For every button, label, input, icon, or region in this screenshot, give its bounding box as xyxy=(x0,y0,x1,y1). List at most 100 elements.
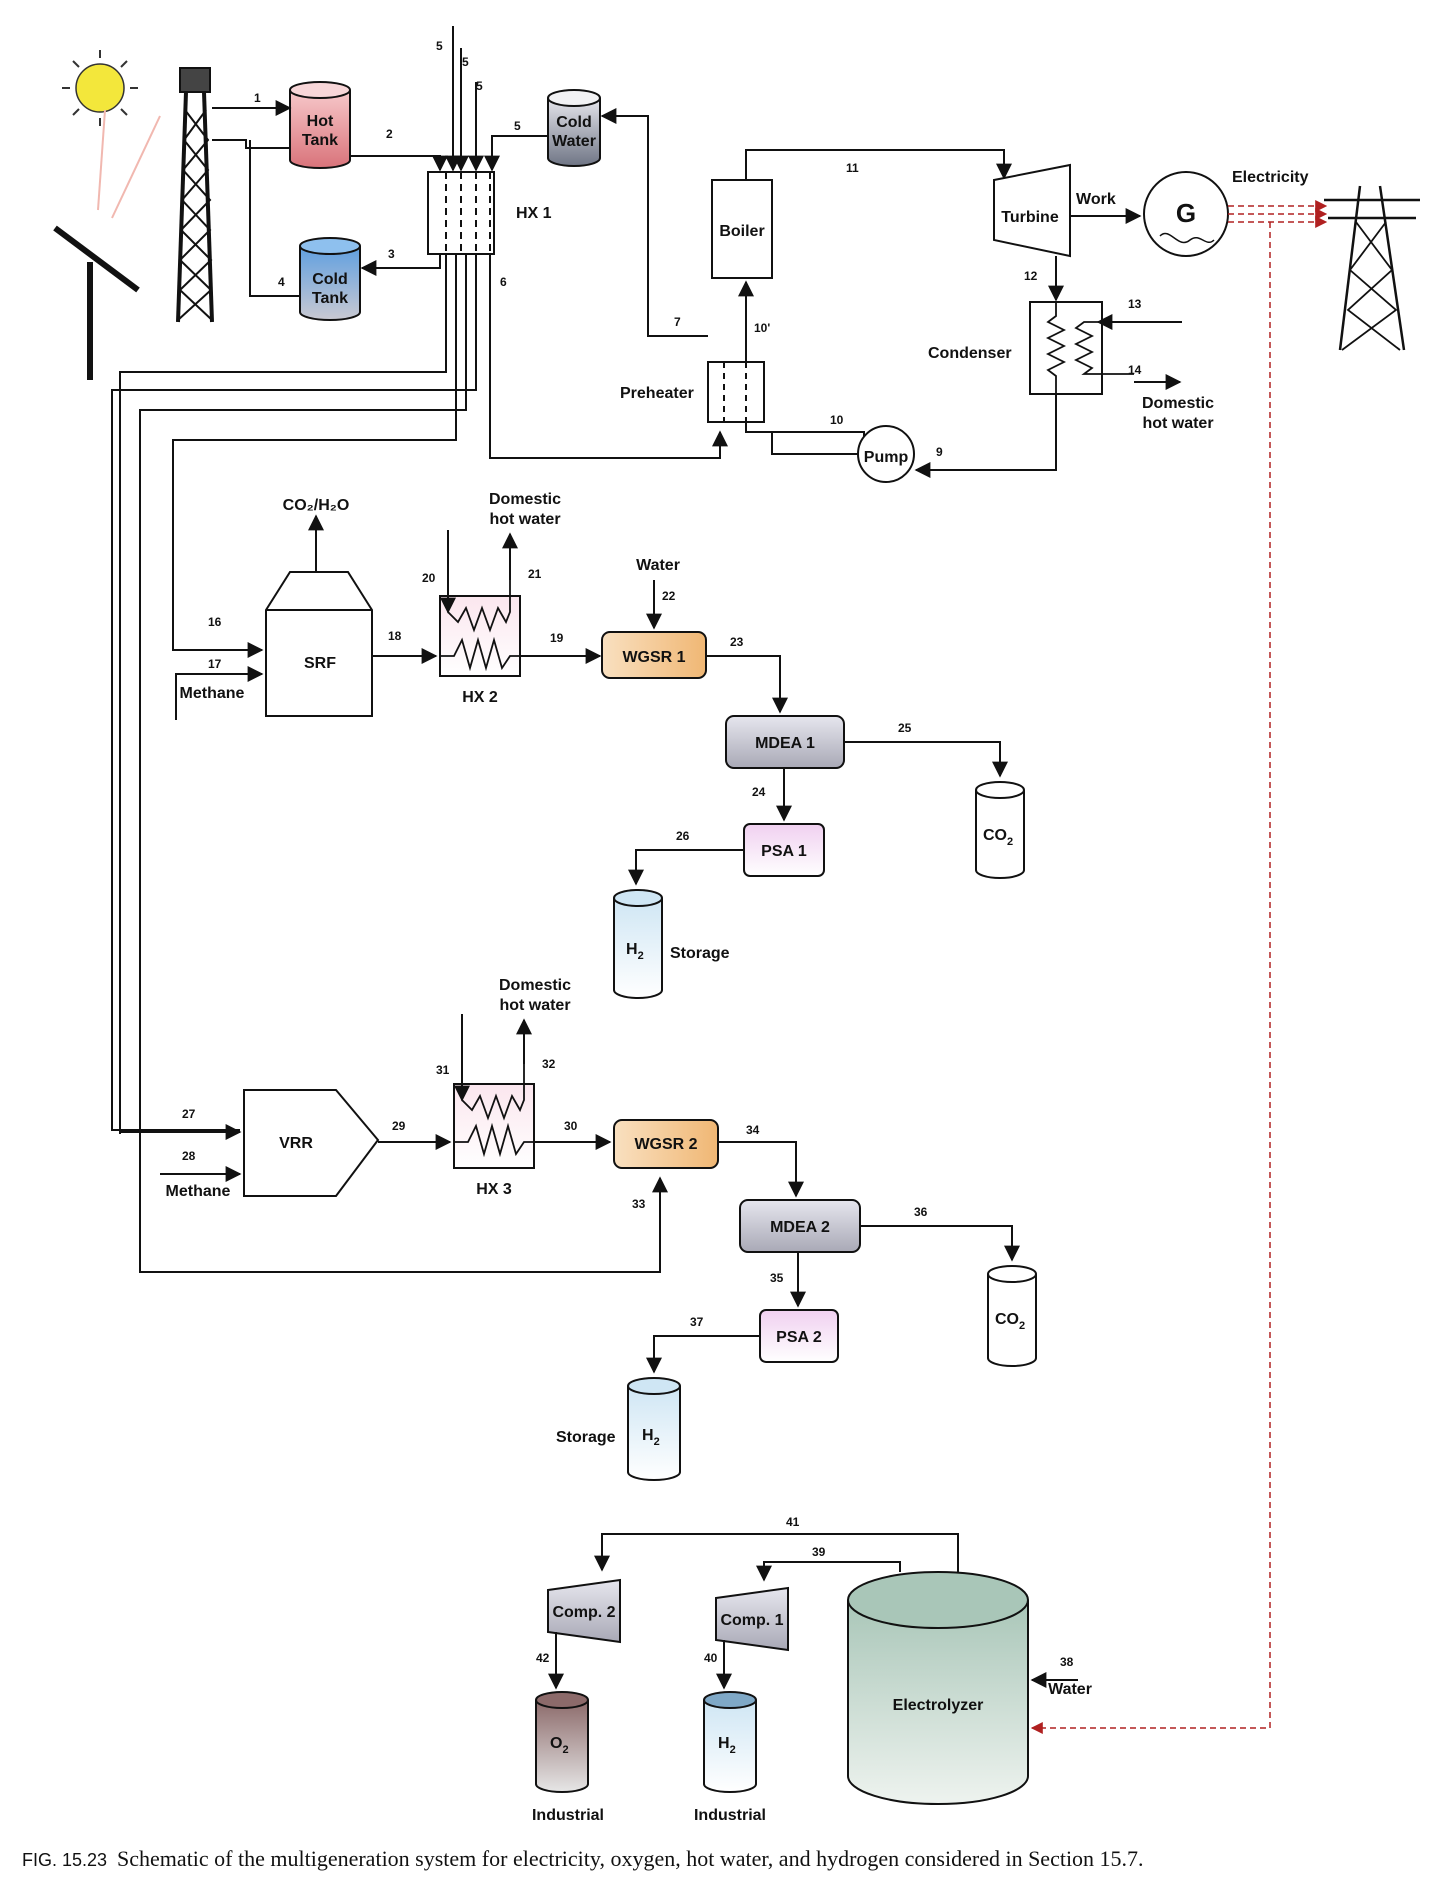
storage-label-2: Storage xyxy=(556,1429,616,1446)
stream-33: 33 xyxy=(632,1197,646,1211)
multigeneration-schematic: Hot Tank Cold Tank Cold Water Boiler Tur… xyxy=(53,26,1420,1830)
stream-37: 37 xyxy=(690,1315,704,1329)
stream-21: 21 xyxy=(528,567,542,581)
stream-9: 9 xyxy=(936,445,943,459)
h2-label-3: H2 xyxy=(718,1735,736,1756)
stream-7: 7 xyxy=(674,315,681,329)
stream-16: 16 xyxy=(208,615,222,629)
stream-14: 14 xyxy=(1128,363,1142,377)
o2-label: O2 xyxy=(550,1735,569,1756)
hot-tank xyxy=(289,81,351,169)
stream-2: 2 xyxy=(386,127,393,141)
mdea1-label: MDEA 1 xyxy=(755,735,815,752)
work-label: Work xyxy=(1076,191,1116,208)
stream-18: 18 xyxy=(388,629,402,643)
electricity-label: Electricity xyxy=(1232,169,1309,186)
stream-28: 28 xyxy=(182,1149,196,1163)
stream-30: 30 xyxy=(564,1119,578,1133)
comp2-label: Comp. 2 xyxy=(552,1604,615,1621)
o2-tank xyxy=(535,1691,589,1793)
cold-water-tank xyxy=(547,89,601,167)
stream-26: 26 xyxy=(676,829,690,843)
co2-h2o-label: CO₂/H₂O xyxy=(283,497,350,514)
stream-5a: 5 xyxy=(436,39,443,53)
electrolyzer xyxy=(847,1571,1029,1805)
domestic-hot-water-label-1a: Domestic xyxy=(1142,395,1214,412)
wgsr1-label: WGSR 1 xyxy=(622,649,685,666)
heat-exchanger-hx1 xyxy=(427,171,495,255)
water-label-1: Water xyxy=(636,557,680,574)
stream-40: 40 xyxy=(704,1651,718,1665)
heat-exchanger-hx3 xyxy=(453,1014,535,1169)
stream-35: 35 xyxy=(770,1271,784,1285)
stream-39: 39 xyxy=(812,1545,826,1559)
hot-tank-label-1: Hot xyxy=(307,113,334,130)
co2-tank-2 xyxy=(987,1265,1037,1367)
sun-icon xyxy=(62,50,138,126)
boiler xyxy=(711,179,773,279)
domestic-hot-water-label-3b: hot water xyxy=(499,997,570,1014)
cold-tank-label-1: Cold xyxy=(312,271,348,288)
turbine-label: Turbine xyxy=(1001,209,1059,226)
stream-5d: 5 xyxy=(514,119,521,133)
h2-tank-3 xyxy=(703,1691,757,1793)
domestic-hot-water-label-2a: Domestic xyxy=(489,491,561,508)
storage-label-1: Storage xyxy=(670,945,730,962)
condenser-label: Condenser xyxy=(928,345,1012,362)
electrolyzer-label: Electrolyzer xyxy=(893,1697,984,1714)
vrr-reformer xyxy=(243,1089,380,1197)
domestic-hot-water-label-2b: hot water xyxy=(489,511,560,528)
compressor-2 xyxy=(547,1578,621,1644)
stream-38: 38 xyxy=(1060,1655,1074,1669)
industrial-use-h2-b: use xyxy=(716,1826,744,1830)
stream-1: 1 xyxy=(254,91,261,105)
vrr-label: VRR xyxy=(279,1135,313,1152)
preheater-label: Preheater xyxy=(620,385,694,402)
stream-23: 23 xyxy=(730,635,744,649)
h2-label-1: H2 xyxy=(626,941,644,962)
solar-tower-icon xyxy=(176,67,214,323)
stream-31: 31 xyxy=(436,1063,450,1077)
industrial-use-o2-b: use xyxy=(554,1826,582,1830)
hx2-label: HX 2 xyxy=(462,689,498,706)
co2-label-2: CO2 xyxy=(995,1311,1025,1332)
stream-12: 12 xyxy=(1024,269,1038,283)
cold-tank xyxy=(299,237,361,321)
cold-water-label-2: Water xyxy=(552,133,596,150)
domestic-hot-water-label-1b: hot water xyxy=(1142,415,1213,432)
compressor-1 xyxy=(715,1586,789,1652)
industrial-use-o2-a: Industrial xyxy=(532,1807,604,1824)
wgsr2-label: WGSR 2 xyxy=(634,1136,697,1153)
stream-5b: 5 xyxy=(462,55,469,69)
stream-34: 34 xyxy=(746,1123,760,1137)
domestic-hot-water-label-3a: Domestic xyxy=(499,977,571,994)
stream-10: 10 xyxy=(830,413,844,427)
comp1-label: Comp. 1 xyxy=(720,1612,783,1629)
stream-36: 36 xyxy=(914,1205,928,1219)
stream-13: 13 xyxy=(1128,297,1142,311)
stream-24: 24 xyxy=(752,785,766,799)
pump-label: Pump xyxy=(864,449,909,466)
hot-tank-label-2: Tank xyxy=(302,132,338,149)
stream-29: 29 xyxy=(392,1119,406,1133)
srf-reformer xyxy=(265,571,373,717)
condenser xyxy=(1029,301,1134,395)
stream-20: 20 xyxy=(422,571,436,585)
stream-25: 25 xyxy=(898,721,912,735)
stream-6: 6 xyxy=(500,275,507,289)
cold-tank-label-2: Tank xyxy=(312,290,348,307)
stream-19: 19 xyxy=(550,631,564,645)
co2-label-1: CO2 xyxy=(983,827,1013,848)
preheater xyxy=(707,361,765,423)
figure-label: FIG. 15.23 xyxy=(22,1850,108,1870)
mdea2-label: MDEA 2 xyxy=(770,1219,830,1236)
hx1-label: HX 1 xyxy=(516,205,552,222)
transmission-tower-icon xyxy=(1324,185,1420,351)
h2-storage-tank-2 xyxy=(627,1377,681,1481)
stream-32: 32 xyxy=(542,1057,556,1071)
wgsr2-reactor xyxy=(613,1119,719,1169)
heat-exchanger-hx2 xyxy=(439,530,521,677)
co2-tank-1 xyxy=(975,781,1025,879)
h2-label-2: H2 xyxy=(642,1427,660,1448)
